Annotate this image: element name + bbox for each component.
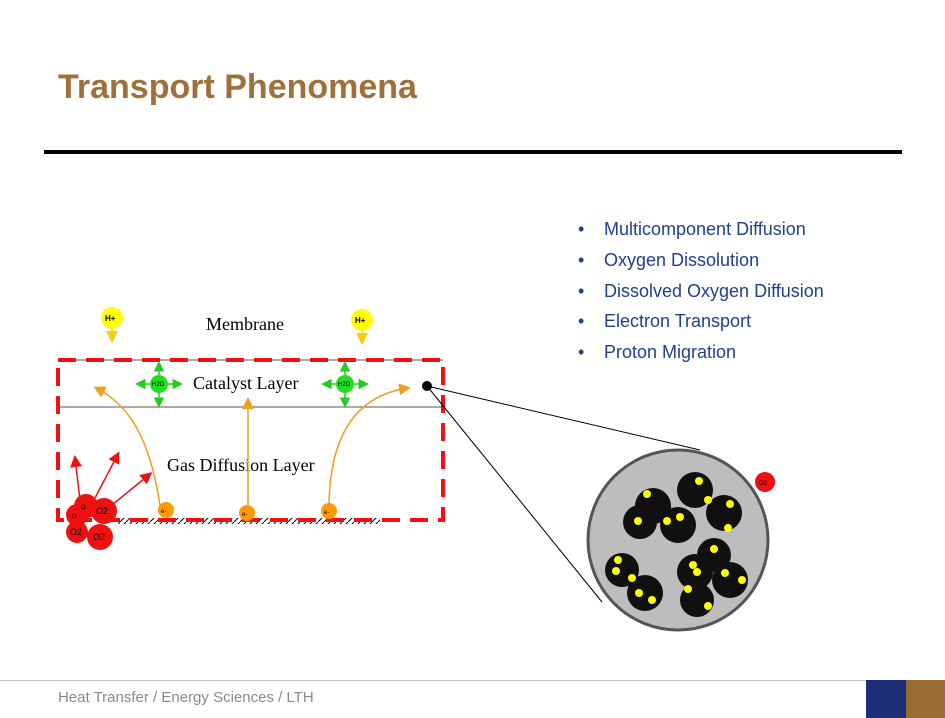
membrane-label: Membrane [206, 314, 284, 334]
electron-path-left [93, 386, 161, 506]
footer-brand-block-brown [906, 680, 945, 718]
proton-label: H+ [355, 316, 366, 325]
bullet-item: Dissolved Oxygen Diffusion [578, 276, 824, 307]
oxygen-label: O2 [70, 527, 82, 537]
proton-right: H+ [351, 309, 373, 345]
water-right: H2O [321, 361, 369, 408]
oxygen-small-label: O [81, 505, 86, 511]
title-divider [44, 150, 902, 154]
water-label: H2O [152, 382, 165, 388]
catalyst-layer-label: Catalyst Layer [193, 373, 298, 393]
electron-path-right [328, 383, 411, 506]
electron-label: e- [324, 510, 329, 516]
bullet-item: Oxygen Dissolution [578, 245, 824, 276]
oxygen-arrow [111, 472, 153, 506]
carbon-particles [605, 472, 748, 617]
water-label: H2O [338, 382, 351, 388]
gas-diffusion-layer-label: Gas Diffusion Layer [167, 455, 315, 475]
bullet-item: Electron Transport [578, 306, 824, 337]
footer-text: Heat Transfer / Energy Sciences / LTH [58, 689, 314, 706]
agglomerate-view: O2 [586, 448, 775, 632]
oxygen-molecule: O2 [755, 472, 775, 492]
water-left: H2O [135, 361, 183, 408]
oxygen-cluster: O O O2 O2 O2 [66, 494, 117, 550]
zoom-line-bottom [426, 385, 603, 603]
proton-label: H+ [105, 314, 116, 323]
electron-middle: e- [239, 505, 255, 521]
electron-right: e- [321, 503, 337, 519]
oxygen-label: O2 [96, 506, 108, 516]
bullet-item: Proton Migration [578, 337, 824, 368]
bullet-item: Multicomponent Diffusion [578, 214, 824, 245]
oxygen-small-label: O [72, 514, 77, 520]
electron-left: e- [158, 502, 174, 518]
page-title: Transport Phenomena [58, 68, 417, 106]
footer-brand-block-blue [866, 680, 906, 718]
footer-divider [0, 680, 866, 681]
oxygen-arrow [70, 455, 83, 501]
proton-left: H+ [101, 307, 123, 343]
bullet-list: Multicomponent Diffusion Oxygen Dissolut… [578, 214, 824, 368]
platinum-sites [612, 477, 746, 610]
zoom-line-top [426, 385, 701, 451]
electron-label: e- [161, 509, 166, 515]
oxygen-label: O2 [93, 532, 105, 542]
electron-label: e- [242, 512, 247, 518]
oxygen-arrow [94, 451, 120, 499]
oxygen-label: O2 [759, 481, 768, 487]
